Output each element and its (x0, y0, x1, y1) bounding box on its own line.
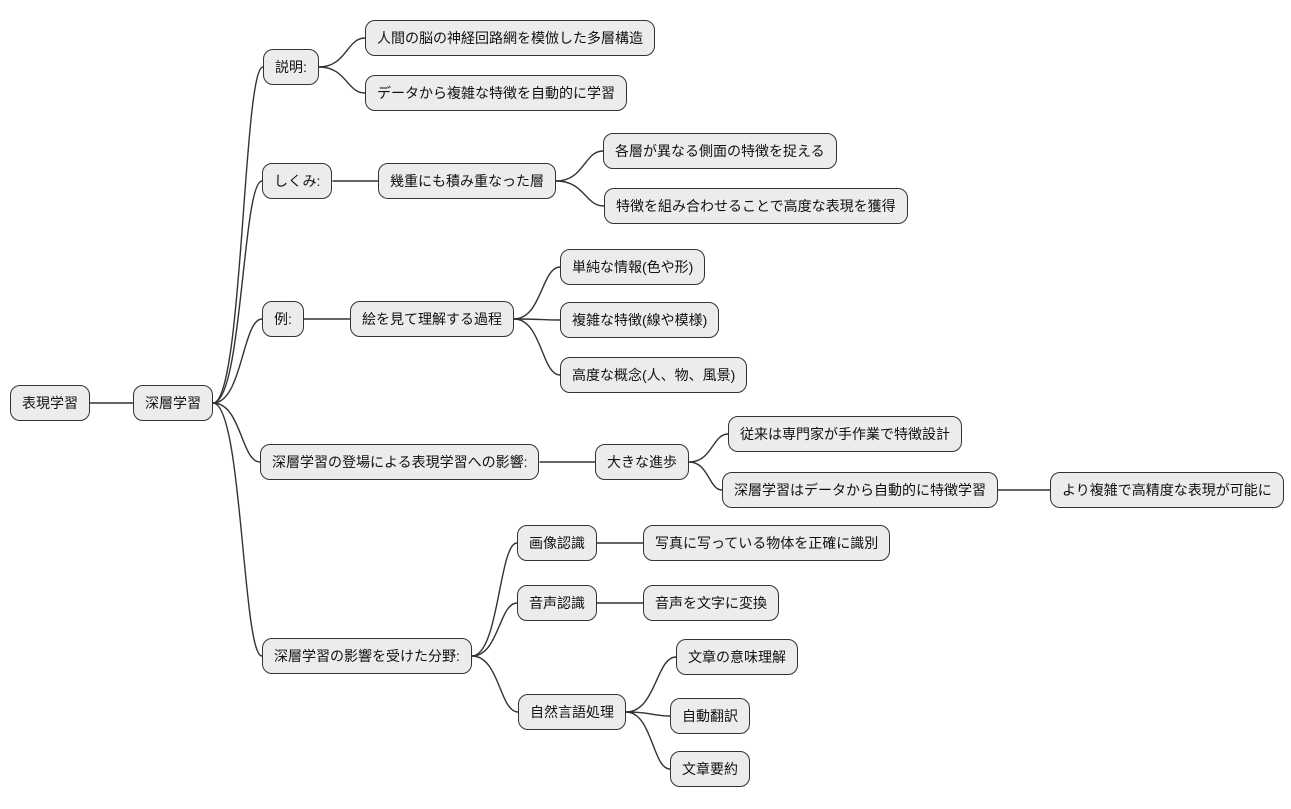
node-root[interactable]: 表現学習 (10, 385, 90, 421)
node-example[interactable]: 例: (262, 301, 304, 337)
node-mech1b[interactable]: 特徴を組み合わせることで高度な表現を獲得 (604, 188, 908, 224)
node-f1a[interactable]: 写真に写っている物体を正確に識別 (643, 525, 891, 561)
node-f3c[interactable]: 文章要約 (670, 751, 750, 787)
node-mech[interactable]: しくみ: (262, 163, 333, 199)
node-f3a[interactable]: 文章の意味理解 (676, 639, 798, 675)
node-imp1b1[interactable]: より複雑で高精度な表現が可能に (1050, 472, 1284, 508)
node-desc2[interactable]: データから複雑な特徴を自動的に学習 (365, 75, 627, 111)
node-f1[interactable]: 画像認識 (517, 525, 597, 561)
node-f2a[interactable]: 音声を文字に変換 (643, 585, 779, 621)
node-f3b[interactable]: 自動翻訳 (670, 698, 750, 734)
node-f3[interactable]: 自然言語処理 (518, 694, 626, 730)
node-deep[interactable]: 深層学習 (133, 385, 213, 421)
node-ex1b[interactable]: 複雑な特徴(線や模様) (560, 302, 720, 338)
node-desc1[interactable]: 人間の脳の神経回路網を模倣した多層構造 (365, 20, 655, 56)
node-imp1b[interactable]: 深層学習はデータから自動的に特徴学習 (722, 472, 998, 508)
node-desc[interactable]: 説明: (263, 49, 319, 85)
node-ex1c[interactable]: 高度な概念(人、物、風景) (560, 357, 748, 393)
node-ex1[interactable]: 絵を見て理解する過程 (350, 301, 514, 337)
node-fields[interactable]: 深層学習の影響を受けた分野: (262, 638, 472, 674)
node-imp1a[interactable]: 従来は専門家が手作業で特徴設計 (728, 416, 962, 452)
node-mech1[interactable]: 幾重にも積み重なった層 (378, 163, 556, 199)
node-imp1[interactable]: 大きな進歩 (595, 444, 689, 480)
node-impact[interactable]: 深層学習の登場による表現学習への影響: (260, 444, 540, 480)
node-ex1a[interactable]: 単純な情報(色や形) (560, 249, 706, 285)
node-f2[interactable]: 音声認識 (517, 585, 597, 621)
node-mech1a[interactable]: 各層が異なる側面の特徴を捉える (603, 133, 837, 169)
